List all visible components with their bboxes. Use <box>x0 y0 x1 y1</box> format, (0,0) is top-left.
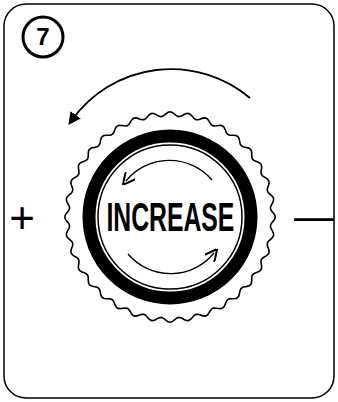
frame <box>4 4 334 398</box>
knob-face <box>98 145 242 289</box>
knob-label: INCREASE <box>106 195 234 240</box>
knob-rim <box>65 112 275 322</box>
step-number: 7 <box>36 23 49 51</box>
minus-sign: — <box>294 194 334 239</box>
turn-arrow <box>126 160 212 181</box>
knob: INCREASE <box>100 147 240 287</box>
step-circle: 7 <box>21 15 65 59</box>
knob-ring <box>89 136 251 298</box>
turn-arrow <box>128 253 214 274</box>
rotation-arrow <box>72 69 250 120</box>
plus-sign: + <box>9 193 35 243</box>
